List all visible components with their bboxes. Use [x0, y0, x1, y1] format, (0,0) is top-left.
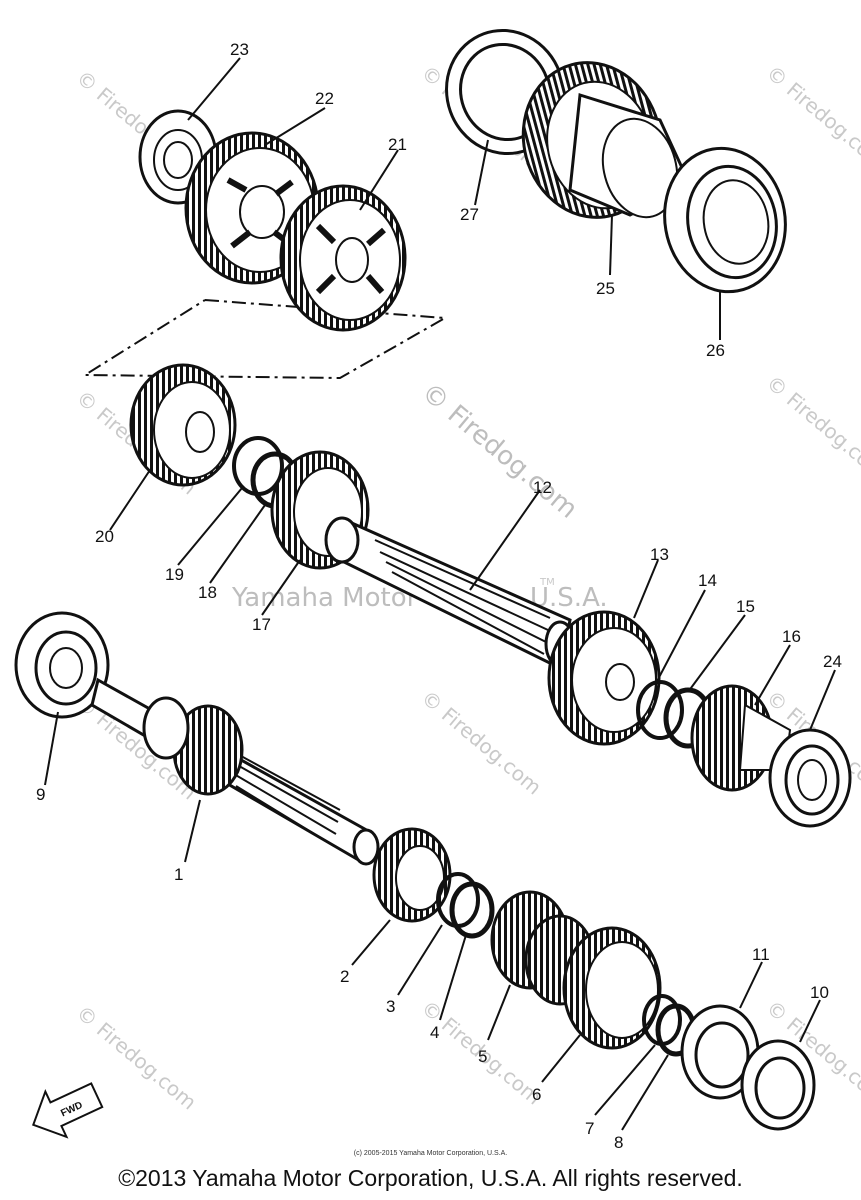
gear-25: [521, 61, 692, 219]
callout-26: 26: [706, 341, 725, 360]
callout-7: 7: [585, 1119, 594, 1138]
callout-16: 16: [782, 627, 801, 646]
callout-8: 8: [614, 1133, 623, 1150]
transmission-drawing: © Firedog.com © Firedog.com © Firedog.co…: [14, 28, 861, 1150]
callout-6: 6: [532, 1085, 541, 1104]
watermark: TM: [539, 577, 555, 588]
callout-4: 4: [430, 1023, 439, 1042]
callout-5: 5: [478, 1047, 487, 1066]
circlip-4: [449, 881, 495, 939]
fwd-arrow-icon: FWD: [31, 1082, 104, 1139]
callout-21: 21: [388, 135, 407, 154]
callout-3: 3: [386, 997, 395, 1016]
callout-25: 25: [596, 279, 615, 298]
copyright-footer: ©2013 Yamaha Motor Corporation, U.S.A. A…: [118, 1165, 743, 1191]
callout-2: 2: [340, 967, 349, 986]
callout-27: 27: [460, 205, 479, 224]
watermark: © Firedog.com: [762, 370, 861, 484]
callout-13: 13: [650, 545, 669, 564]
callout-22: 22: [315, 89, 334, 108]
callout-24: 24: [823, 652, 842, 671]
circlip-14: [636, 680, 684, 740]
bearing-11: [680, 1004, 760, 1100]
watermark: Yamaha Motor: [231, 583, 418, 613]
callout-12: 12: [533, 478, 552, 497]
shaft-1: [90, 677, 380, 866]
callout-11: 11: [752, 945, 770, 964]
small-copyright: (c) 2005-2015 Yamaha Motor Corporation, …: [353, 1150, 508, 1157]
bearing-26: [663, 146, 787, 294]
callout-17: 17: [252, 615, 271, 634]
callout-18: 18: [198, 583, 217, 602]
watermark: © Firedog.com: [417, 685, 546, 799]
bearing-24: [768, 728, 852, 828]
watermark: © Firedog.com: [416, 377, 583, 524]
gear-20: [129, 363, 237, 487]
watermark: © Firedog.com: [762, 60, 861, 174]
callout-20: 20: [95, 527, 114, 546]
callout-15: 15: [736, 597, 755, 616]
callout-9: 9: [36, 785, 45, 804]
callout-1: 1: [174, 865, 183, 884]
callout-23: 23: [230, 40, 249, 59]
callout-numbers: 1 2 3 4 5 6 7 8 9 10 11 12 13 14 15 16 1…: [36, 40, 842, 1150]
assembly-dash-outline: [81, 299, 449, 380]
bearing-9: [14, 611, 110, 719]
gear-21: [279, 184, 407, 332]
gear-6: [562, 926, 662, 1050]
leader-lines: [44, 57, 836, 1131]
seal-10: [740, 1039, 816, 1131]
callout-10: 10: [810, 983, 829, 1002]
callout-19: 19: [165, 565, 184, 584]
callout-14: 14: [698, 571, 717, 590]
gear-13: [547, 610, 661, 746]
gear-2: [372, 827, 452, 923]
